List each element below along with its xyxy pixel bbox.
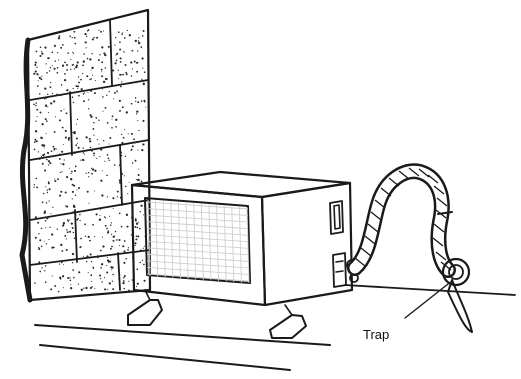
outdoor-unit (132, 172, 358, 305)
brick-wall (22, 10, 150, 300)
drain-hose (448, 280, 472, 332)
valve-cover (333, 253, 346, 287)
trap-callout: Trap (363, 284, 448, 342)
trap-label: Trap (363, 327, 389, 342)
fan-grille (145, 198, 250, 283)
support-feet (128, 290, 306, 338)
refrigerant-piping (355, 168, 472, 332)
